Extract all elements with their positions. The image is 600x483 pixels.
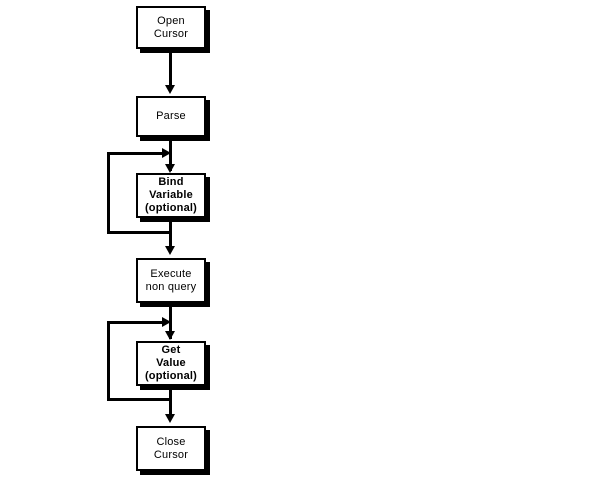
connector-bind-loop-top	[107, 152, 164, 155]
connector-bind-loop-left	[107, 152, 110, 234]
node-get-value[interactable]: Get Value (optional)	[136, 341, 206, 386]
connector-getvalue-to-close-line	[169, 390, 172, 418]
connector-getvalue-to-close-arrowhead	[165, 414, 175, 423]
connector-bind-loop-bottom	[107, 231, 172, 234]
node-get-value-label: Get Value (optional)	[144, 344, 198, 382]
connector-bind-to-execute-line	[169, 222, 172, 250]
connector-open-to-parse-line	[169, 53, 172, 87]
node-parse[interactable]: Parse	[136, 96, 206, 137]
node-bind-variable[interactable]: Bind Variable (optional)	[136, 173, 206, 218]
node-open-cursor[interactable]: Open Cursor	[136, 6, 206, 49]
node-execute-non-query[interactable]: Execute non query	[136, 258, 206, 303]
node-open-cursor-label: Open Cursor	[153, 14, 189, 40]
node-parse-label: Parse	[156, 110, 186, 122]
connector-bind-loop-arrowhead	[162, 148, 171, 158]
connector-getvalue-loop-left	[107, 321, 110, 401]
connector-getvalue-loop-bottom	[107, 398, 172, 401]
node-execute-non-query-label: Execute non query	[145, 267, 197, 293]
connector-getvalue-loop-top	[107, 321, 164, 324]
node-close-cursor[interactable]: Close Cursor	[136, 426, 206, 471]
node-close-cursor-label: Close Cursor	[153, 435, 189, 461]
connector-parse-to-bind-arrowhead	[165, 164, 175, 173]
connector-getvalue-loop-arrowhead	[162, 317, 171, 327]
connector-execute-to-getvalue-arrowhead	[165, 331, 175, 340]
connector-open-to-parse-arrowhead	[165, 85, 175, 94]
node-bind-variable-label: Bind Variable (optional)	[144, 176, 198, 214]
connector-bind-to-execute-arrowhead	[165, 246, 175, 255]
